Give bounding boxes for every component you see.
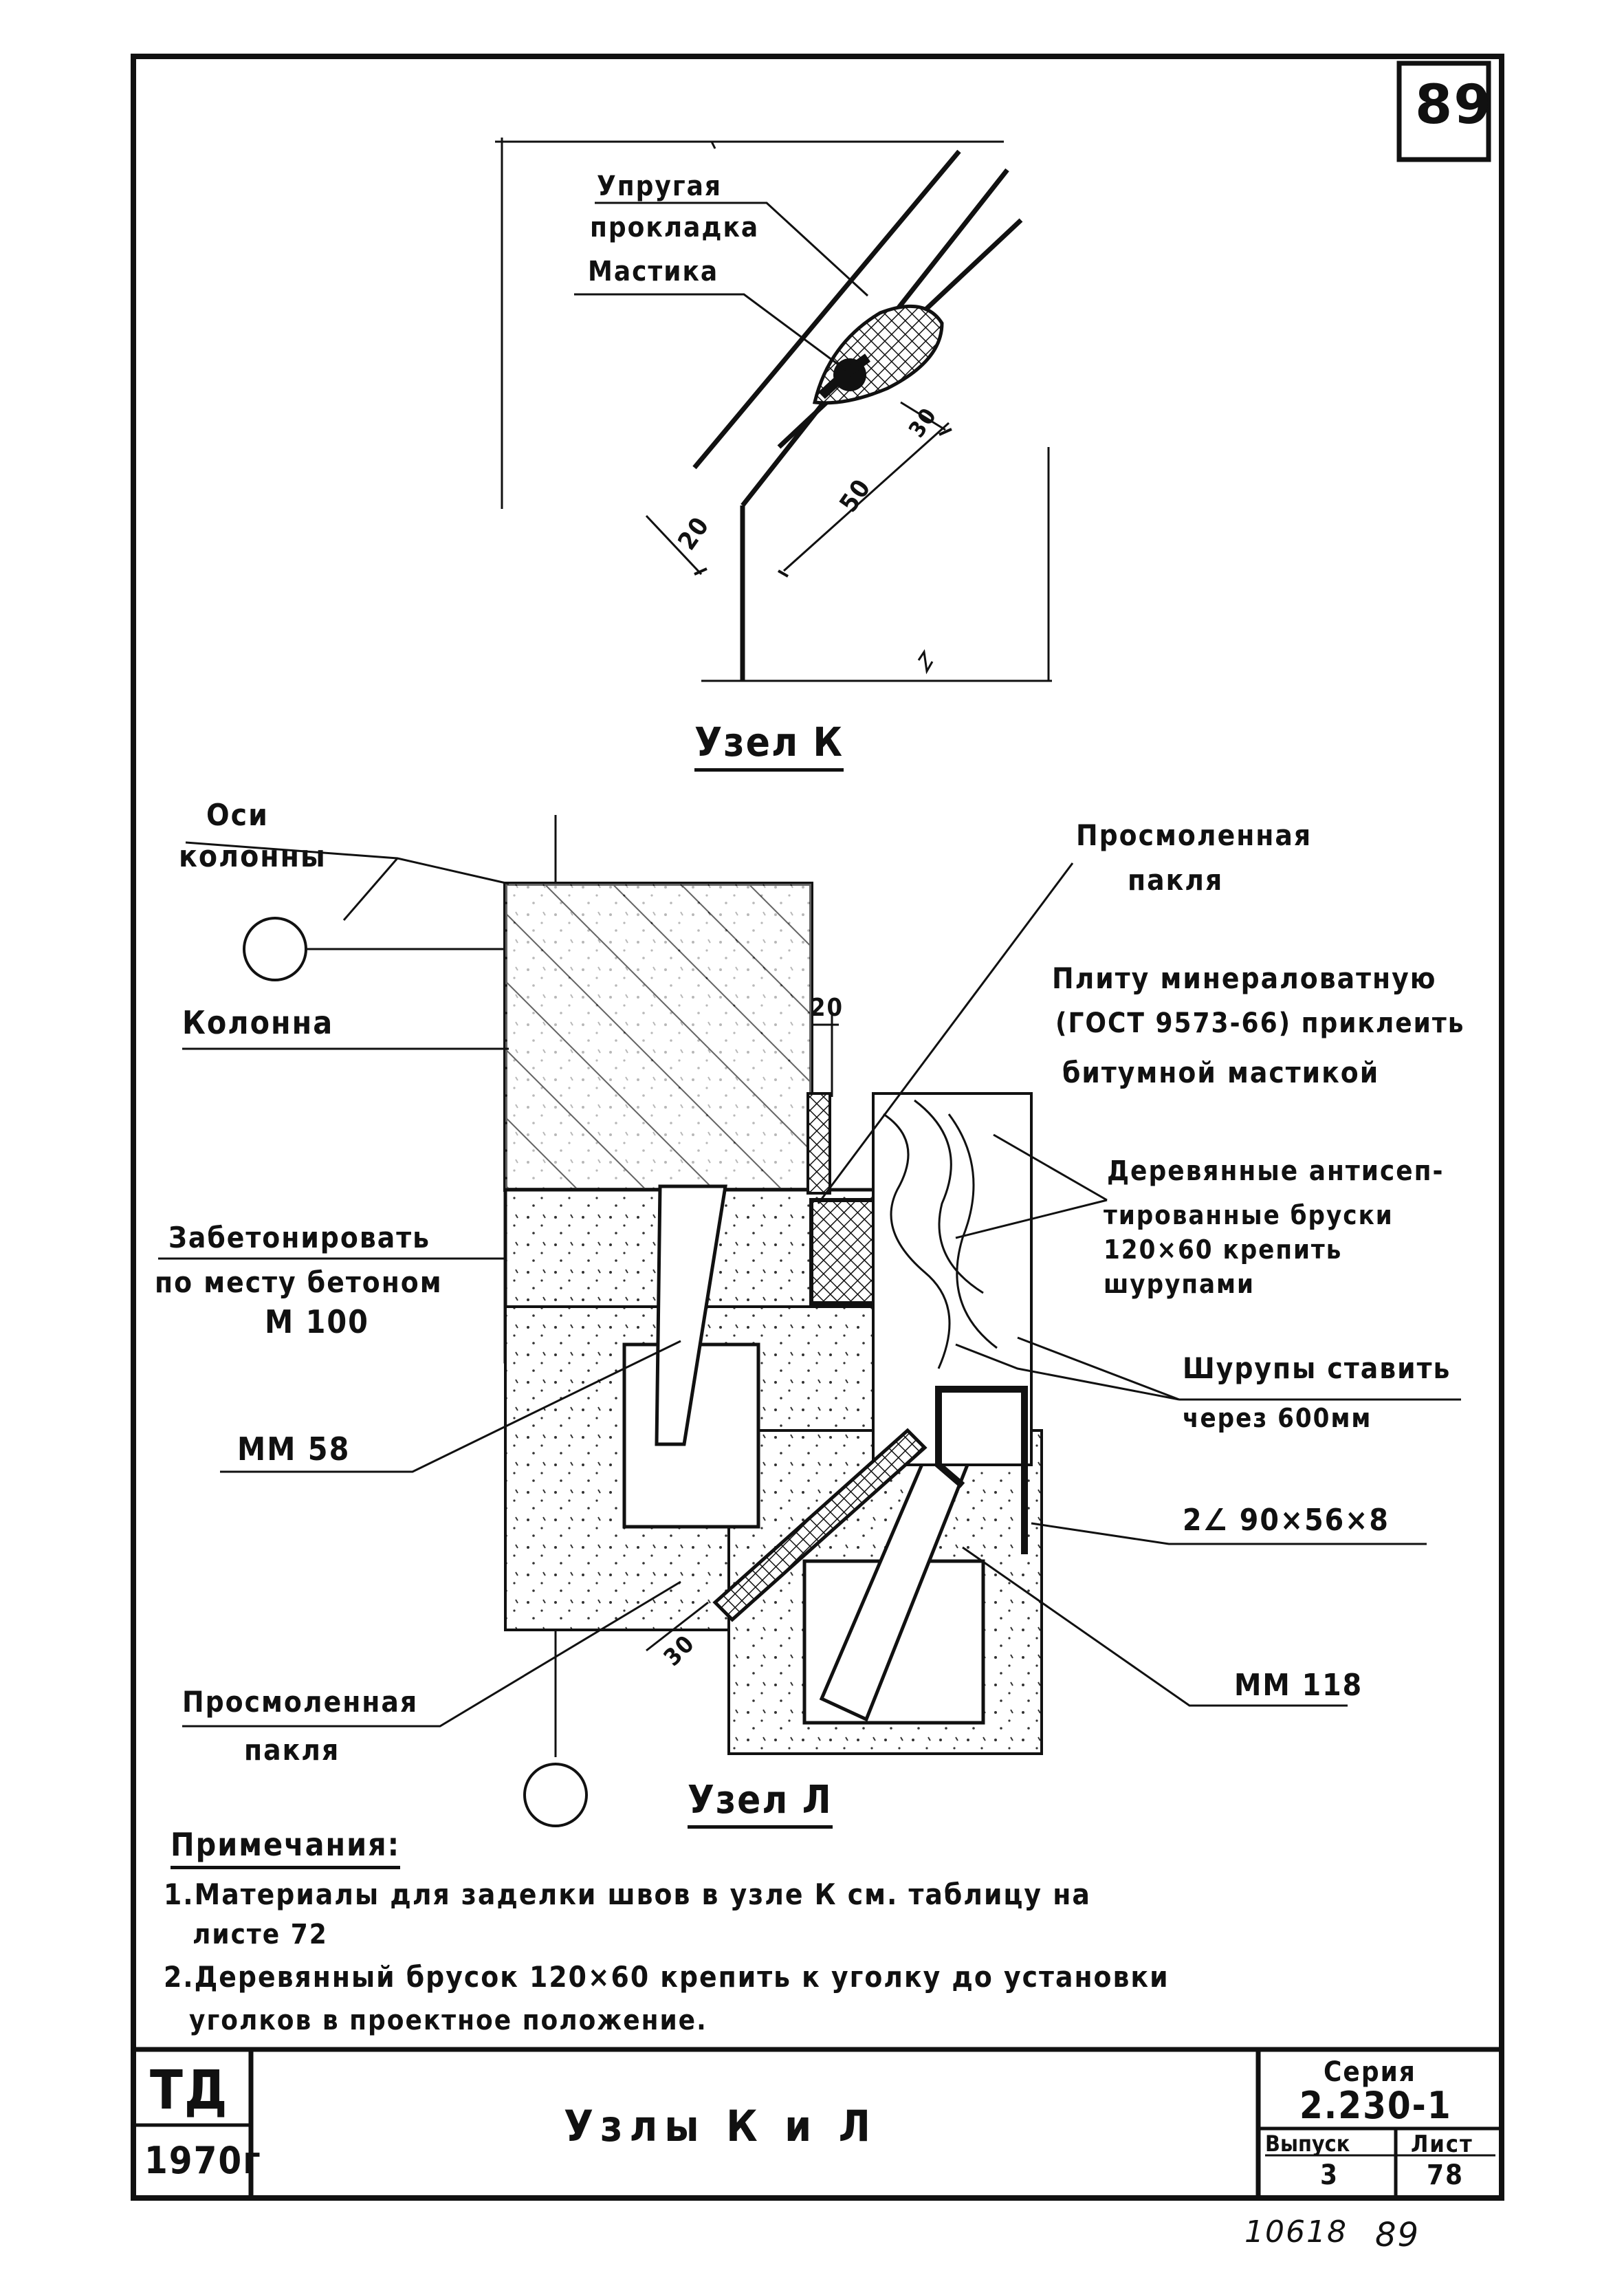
screws-1: Шурупы ставить (1183, 1351, 1451, 1385)
detail-l-graphic (158, 815, 1461, 1827)
mineral-wool-3: битумной мастикой (1062, 1056, 1380, 1089)
detail-k-label-seal-2: прокладка (590, 212, 760, 243)
title-block-org: ТД (150, 2060, 229, 2122)
detail-k-label-mastic: Мастика (588, 256, 719, 287)
issue-value: 3 (1320, 2159, 1339, 2191)
axis-circle-bottom (523, 1763, 588, 1827)
tarred-tow-bottom-1: Просмоленная (182, 1685, 419, 1719)
notes-heading: Примечания: (171, 1826, 401, 1869)
title-block-title: Узлы К и Л (564, 2101, 877, 2151)
sheet-label: Лист (1411, 2131, 1473, 2158)
axis-label-2: колонны (179, 839, 327, 874)
mm58-label: ММ 58 (237, 1430, 351, 1468)
wooden-bars-4: шурупами (1104, 1269, 1255, 1299)
column-label: Колонна (182, 1004, 334, 1041)
mineral-wool-1: Плиту минераловатную (1052, 961, 1437, 995)
note-2-line-1: 2.Деревянный брусок 120×60 крепить к уго… (164, 1960, 1170, 1994)
detail-k-label-seal-1: Упругая (597, 171, 723, 202)
note-2-line-2: уголков в проектное положение. (189, 2005, 707, 2036)
mineral-wool-2: (ГОСТ 9573-66) приклеить (1055, 1008, 1465, 1039)
sheet-value: 78 (1427, 2159, 1464, 2191)
angle-label: 2∠ 90×56×8 (1183, 1503, 1390, 1538)
screws-2: через 600мм (1183, 1403, 1372, 1433)
concrete-note-1: Забетонировать (168, 1221, 431, 1254)
wooden-bars-1: Деревянные антисеп- (1107, 1155, 1445, 1187)
sheet-number-box (1396, 61, 1491, 162)
wooden-bars-2: тированные бруски (1104, 1200, 1394, 1230)
issue-label: Выпуск (1265, 2131, 1350, 2157)
detail-k-graphic (495, 138, 1052, 682)
concrete-note-2: по месту бетоном (155, 1265, 443, 1299)
handwritten-code: 10618 (1244, 2214, 1348, 2250)
wooden-bars-3: 120×60 крепить (1104, 1234, 1343, 1265)
detail-l-title: Узел Л (688, 1778, 833, 1829)
mm118-label: ММ 118 (1234, 1668, 1363, 1703)
drawing-sheet-frame (131, 54, 1504, 2201)
tarred-tow-top-2: пакля (1128, 863, 1224, 897)
detail-k-title: Узел К (694, 719, 844, 772)
note-1-line-1: 1.Материалы для заделки швов в узле К см… (164, 1877, 1091, 1911)
handwritten-page: 89 (1375, 2216, 1420, 2254)
sheet-number: 89 (1415, 74, 1493, 136)
tarred-tow-bottom-2: пакля (244, 1733, 340, 1767)
title-block-year: 1970г (144, 2139, 262, 2182)
concrete-note-3: М 100 (265, 1303, 369, 1340)
axis-label-1: Оси (206, 798, 269, 833)
note-1-line-2: листе 72 (193, 1919, 328, 1950)
series-value: 2.230-1 (1299, 2084, 1452, 2127)
detail-l-dim-20: 20 (810, 994, 844, 1022)
axis-circle-top (243, 917, 307, 981)
tarred-tow-top-1: Просмоленная (1076, 818, 1313, 852)
series-label: Серия (1324, 2056, 1416, 2088)
